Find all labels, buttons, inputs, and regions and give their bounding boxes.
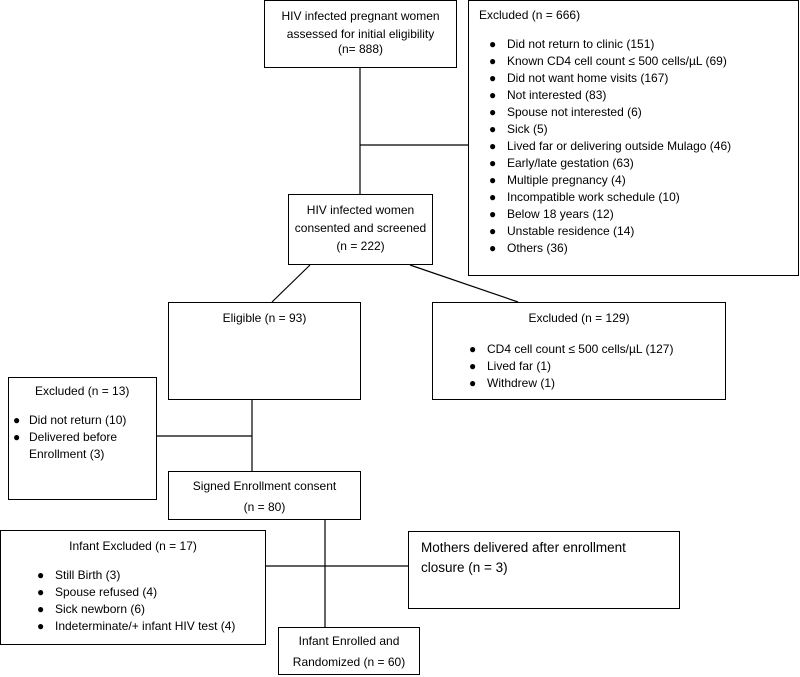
bullet-icon: ● — [489, 54, 497, 68]
excluded-129-list: ●CD4 cell count ≤ 500 cells/µL (127) ●Li… — [433, 341, 725, 392]
excluded-666-box: Excluded (n = 666) ●Did not return to cl… — [468, 0, 799, 276]
list-item: ●Spouse not interested (6) — [489, 105, 642, 119]
list-item: ●Did not return (10) — [13, 413, 127, 427]
list-item: ●Others (36) — [489, 241, 568, 255]
bullet-icon: ● — [37, 568, 45, 582]
bullet-icon: ● — [489, 122, 497, 136]
bullet-icon: ● — [37, 602, 45, 616]
list-item: ●Still Birth (3) — [37, 568, 121, 582]
infant-excluded-box: Infant Excluded (n = 17) ●Still Birth (3… — [0, 530, 266, 645]
list-item: ●Incompatible work schedule (10) — [489, 190, 680, 204]
bullet-icon: ● — [469, 342, 477, 356]
line-consented-to-eligible — [271, 264, 311, 303]
list-item: ●Did not return to clinic (151) — [489, 37, 655, 51]
bullet-icon: ● — [489, 71, 497, 85]
eligible-label: Eligible (n = 93) — [222, 311, 307, 325]
excluded-13-box: Excluded (n = 13) ●Did not return (10) ●… — [8, 377, 157, 500]
signed-line1: Signed Enrollment consent — [192, 479, 337, 493]
list-item: ●Early/late gestation (63) — [489, 156, 634, 170]
consented-line1: HIV infected women — [306, 203, 415, 217]
enrolled-line2: Randomized (n = 60) — [292, 655, 406, 669]
bullet-icon: ● — [489, 190, 497, 204]
list-item: ●Sick newborn (6) — [37, 602, 146, 616]
mothers-line1: Mothers delivered after enrollment — [421, 540, 626, 555]
signed-count: (n = 80) — [243, 500, 286, 514]
screening-line1: HIV infected pregnant women — [281, 9, 440, 23]
bullet-icon: ● — [37, 585, 45, 599]
list-item: ●Did not want home visits (167) — [489, 71, 669, 85]
bullet-icon: ● — [489, 156, 497, 170]
bullet-icon: ● — [489, 37, 497, 51]
screening-box: HIV infected pregnant women assessed for… — [264, 0, 457, 68]
consented-count: (n = 222) — [336, 239, 385, 253]
bullet-icon: ● — [489, 173, 497, 187]
list-item: ●Spouse refused (4) — [37, 585, 158, 599]
bullet-icon: ● — [489, 207, 497, 221]
infant-excluded-list: ●Still Birth (3) ●Spouse refused (4) ●Si… — [1, 567, 265, 635]
mothers-line2: closure (n = 3) — [421, 560, 508, 575]
consented-box: HIV infected women consented and screene… — [288, 194, 433, 265]
excluded-13-list: ●Did not return (10) ●Delivered before E… — [9, 412, 152, 463]
excluded-13-title: Excluded (n = 13) — [35, 384, 130, 398]
list-item: ●Withdrew (1) — [469, 376, 556, 390]
list-item: ●Delivered before Enrollment (3) — [13, 430, 118, 461]
list-item: ●Lived far (1) — [469, 359, 552, 373]
list-item: ●Lived far or delivering outside Mulago … — [489, 139, 732, 153]
infant-enrolled-box: Infant Enrolled and Randomized (n = 60) — [278, 627, 420, 675]
bullet-icon: ● — [489, 139, 497, 153]
bullet-icon: ● — [489, 88, 497, 102]
consented-line2: consented and screened — [294, 221, 427, 235]
excluded-666-list: ●Did not return to clinic (151) ●Known C… — [479, 36, 798, 257]
screening-line2: assessed for initial eligibility — [286, 27, 435, 41]
bullet-icon: ● — [469, 359, 477, 373]
screening-count: (n= 888) — [337, 42, 384, 56]
infant-excluded-title: Infant Excluded (n = 17) — [69, 539, 197, 553]
list-item: ●Indeterminate/+ infant HIV test (4) — [37, 619, 236, 633]
bullet-icon: ● — [13, 413, 21, 427]
bullet-icon: ● — [469, 376, 477, 390]
list-item: ●Known CD4 cell count ≤ 500 cells/µL (69… — [489, 54, 727, 68]
bullet-icon: ● — [489, 105, 497, 119]
list-item: ●Below 18 years (12) — [489, 207, 614, 221]
bullet-icon: ● — [13, 430, 21, 444]
excluded-129-box: Excluded (n = 129) ●CD4 cell count ≤ 500… — [432, 302, 726, 400]
bullet-icon: ● — [489, 241, 497, 255]
bullet-icon: ● — [37, 619, 45, 633]
excluded-129-title: Excluded (n = 129) — [528, 311, 630, 325]
line-consented-to-excluded-129 — [409, 264, 519, 303]
excluded-666-title: Excluded (n = 666) — [479, 8, 581, 22]
list-item: ●Sick (5) — [489, 122, 548, 136]
list-item: ●CD4 cell count ≤ 500 cells/µL (127) — [469, 342, 674, 356]
mothers-delivered-box: Mothers delivered after enrollment closu… — [408, 531, 680, 609]
enrolled-line1: Infant Enrolled and — [298, 634, 400, 648]
signed-consent-box: Signed Enrollment consent (n = 80) — [168, 471, 361, 520]
eligible-box: Eligible (n = 93) — [168, 302, 361, 400]
bullet-icon: ● — [489, 224, 497, 238]
list-item: ●Not interested (83) — [489, 88, 607, 102]
list-item: ●Unstable residence (14) — [489, 224, 635, 238]
list-item: ●Multiple pregnancy (4) — [489, 173, 626, 187]
